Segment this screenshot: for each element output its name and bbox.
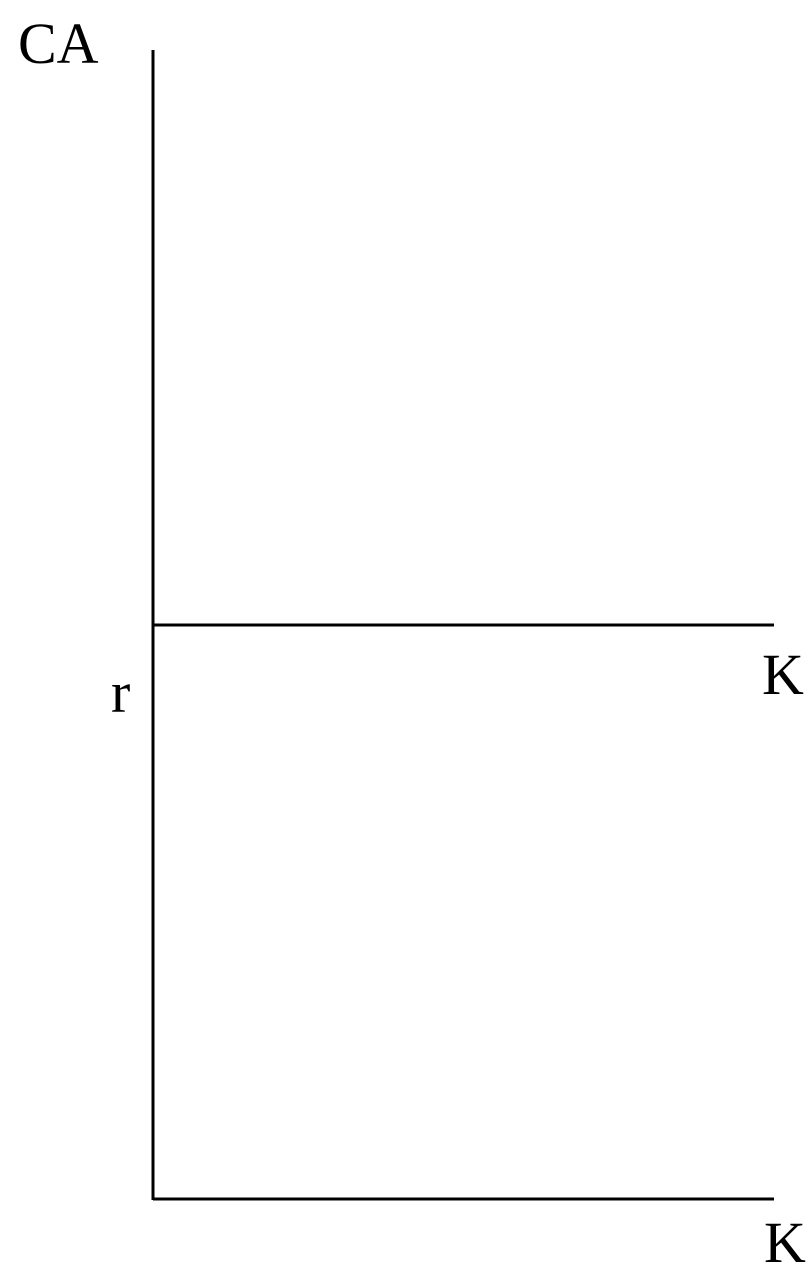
upper-line-label: K [762, 642, 804, 707]
x-axis-label: K [764, 1210, 806, 1264]
r-label: r [111, 660, 130, 725]
y-axis-label: CA [18, 11, 99, 76]
